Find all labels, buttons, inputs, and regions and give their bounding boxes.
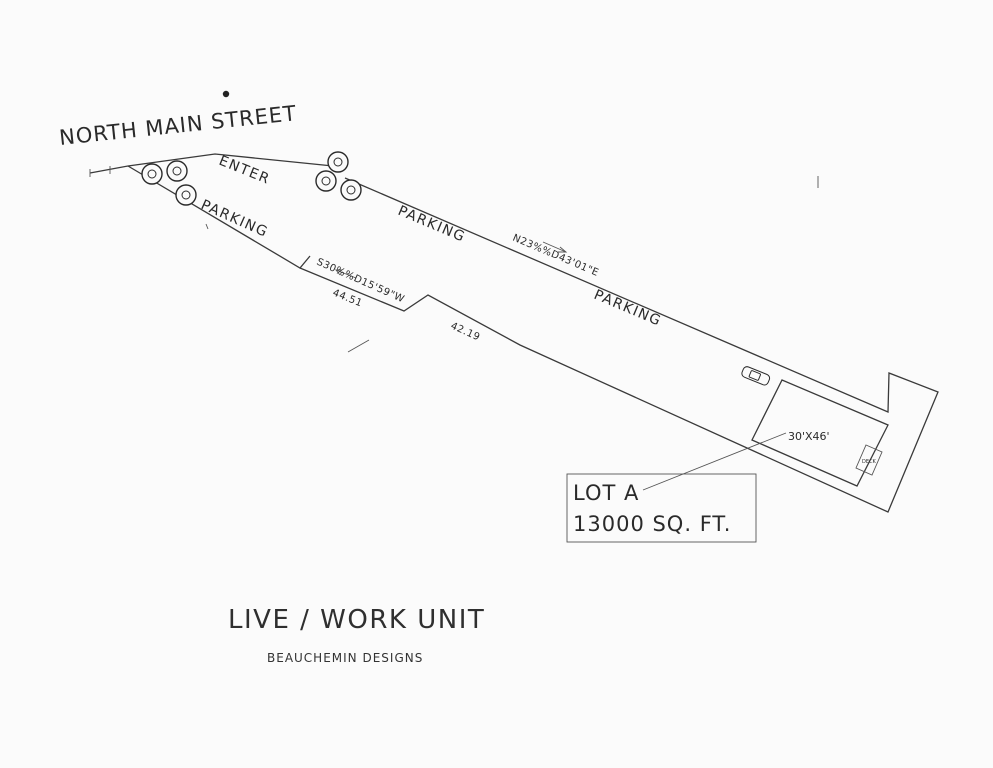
building-size-label: 30'X46' (788, 430, 830, 443)
tree-icon (175, 184, 197, 206)
entrance-label: ENTER (217, 153, 273, 188)
trees (141, 151, 362, 206)
north-marker-dot (222, 90, 230, 98)
parking-label: PARKING (591, 287, 664, 330)
parking-label: PARKING (198, 197, 270, 241)
distance-label: 44.51 (331, 288, 364, 310)
lot-name: LOT A (573, 481, 639, 505)
parking-label: PARKING (395, 203, 468, 246)
lot-callout: LOT A 13000 SQ. FT. (566, 432, 787, 543)
lot-area: 13000 SQ. FT. (573, 512, 731, 536)
tree-icon (340, 179, 362, 201)
drawing-title: LIVE / WORK UNIT (228, 605, 485, 635)
tree-icon (141, 163, 163, 185)
deck-label: DECK (862, 459, 877, 465)
tree-icon (315, 170, 337, 192)
car-icon (741, 366, 771, 386)
building-footprint: DECK 30'X46' (751, 379, 889, 487)
designer-name: BEAUCHEMIN DESIGNS (267, 651, 423, 665)
tree-icon (327, 151, 349, 173)
distance-label: 42.19 (449, 321, 482, 344)
street-label: NORTH MAIN STREET (58, 101, 298, 150)
tree-icon (166, 160, 188, 182)
